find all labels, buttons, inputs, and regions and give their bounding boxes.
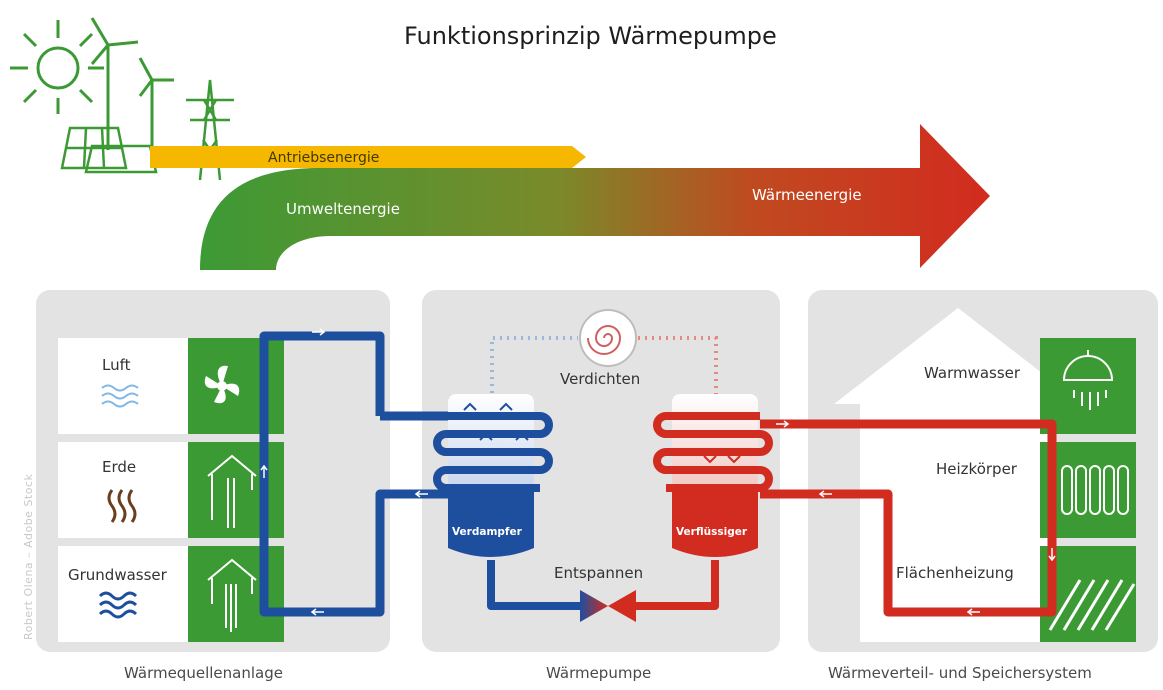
source-row-earth — [58, 442, 188, 538]
sun-icon — [10, 20, 104, 114]
distribution-label-warmwater: Warmwasser — [924, 364, 1021, 382]
source-label-air: Luft — [102, 356, 131, 374]
air-waves-icon — [101, 384, 139, 408]
source-icon-box-earth — [188, 442, 284, 538]
heat-pump-panel — [422, 290, 780, 652]
source-label-groundwater: Grundwasser — [68, 566, 167, 584]
drive-energy-arrow — [150, 146, 586, 168]
evaporator-label: Verdampfer — [452, 526, 522, 538]
distribution-label-floor-heating: Flächenheizung — [896, 564, 1014, 582]
heat-pump-panel-label: Wärmepumpe — [546, 664, 652, 682]
wind-turbine-icon — [90, 17, 174, 150]
source-label-earth: Erde — [102, 458, 137, 476]
heat-energy-label: Wärmeenergie — [752, 186, 862, 204]
floor-heating-icon — [1048, 579, 1136, 631]
groundwater-well-icon — [207, 558, 257, 632]
source-row-air — [58, 338, 188, 434]
refrigerant-line-discharge — [638, 336, 718, 400]
flow-direction-arrows-source — [260, 328, 428, 616]
ground-probe-icon — [207, 454, 257, 528]
water-waves-icon — [98, 591, 138, 619]
condenser-label: Verflüssiger — [676, 526, 748, 538]
shower-icon — [1062, 350, 1114, 410]
house-outline — [834, 308, 1082, 642]
flow-direction-arrows-heating — [776, 420, 1056, 616]
source-row-groundwater — [58, 546, 188, 642]
earth-heat-icon — [107, 489, 137, 523]
source-circuit-pipe — [259, 331, 448, 617]
evaporator-coil — [433, 412, 553, 492]
compress-label: Verdichten — [560, 370, 641, 388]
fan-icon — [204, 365, 240, 404]
solar-panel-icon — [60, 126, 158, 174]
condenser-coil — [653, 412, 773, 492]
distribution-label-radiator: Heizkörper — [936, 460, 1017, 478]
expansion-valve-icon — [580, 590, 636, 622]
environment-energy-label: Umweltenergie — [286, 200, 400, 218]
heat-source-panel-label: Wärmequellenanlage — [124, 664, 283, 682]
radiator-icon — [1061, 465, 1129, 515]
expand-label: Entspannen — [554, 564, 644, 582]
compressor-icon — [579, 309, 637, 367]
refrigerant-line-suction — [490, 336, 578, 400]
expansion-line-cold — [487, 560, 580, 610]
drive-energy-label: Antriebsenergie — [268, 150, 380, 166]
expansion-line-hot — [636, 560, 719, 610]
page-title: Funktionsprinzip Wärmepumpe — [404, 22, 777, 50]
distribution-panel-label: Wärmeverteil- und Speichersystem — [828, 664, 1092, 682]
watermark: Robert Olena – Adobe Stock — [22, 473, 35, 640]
environment-energy-arrow — [200, 124, 990, 270]
